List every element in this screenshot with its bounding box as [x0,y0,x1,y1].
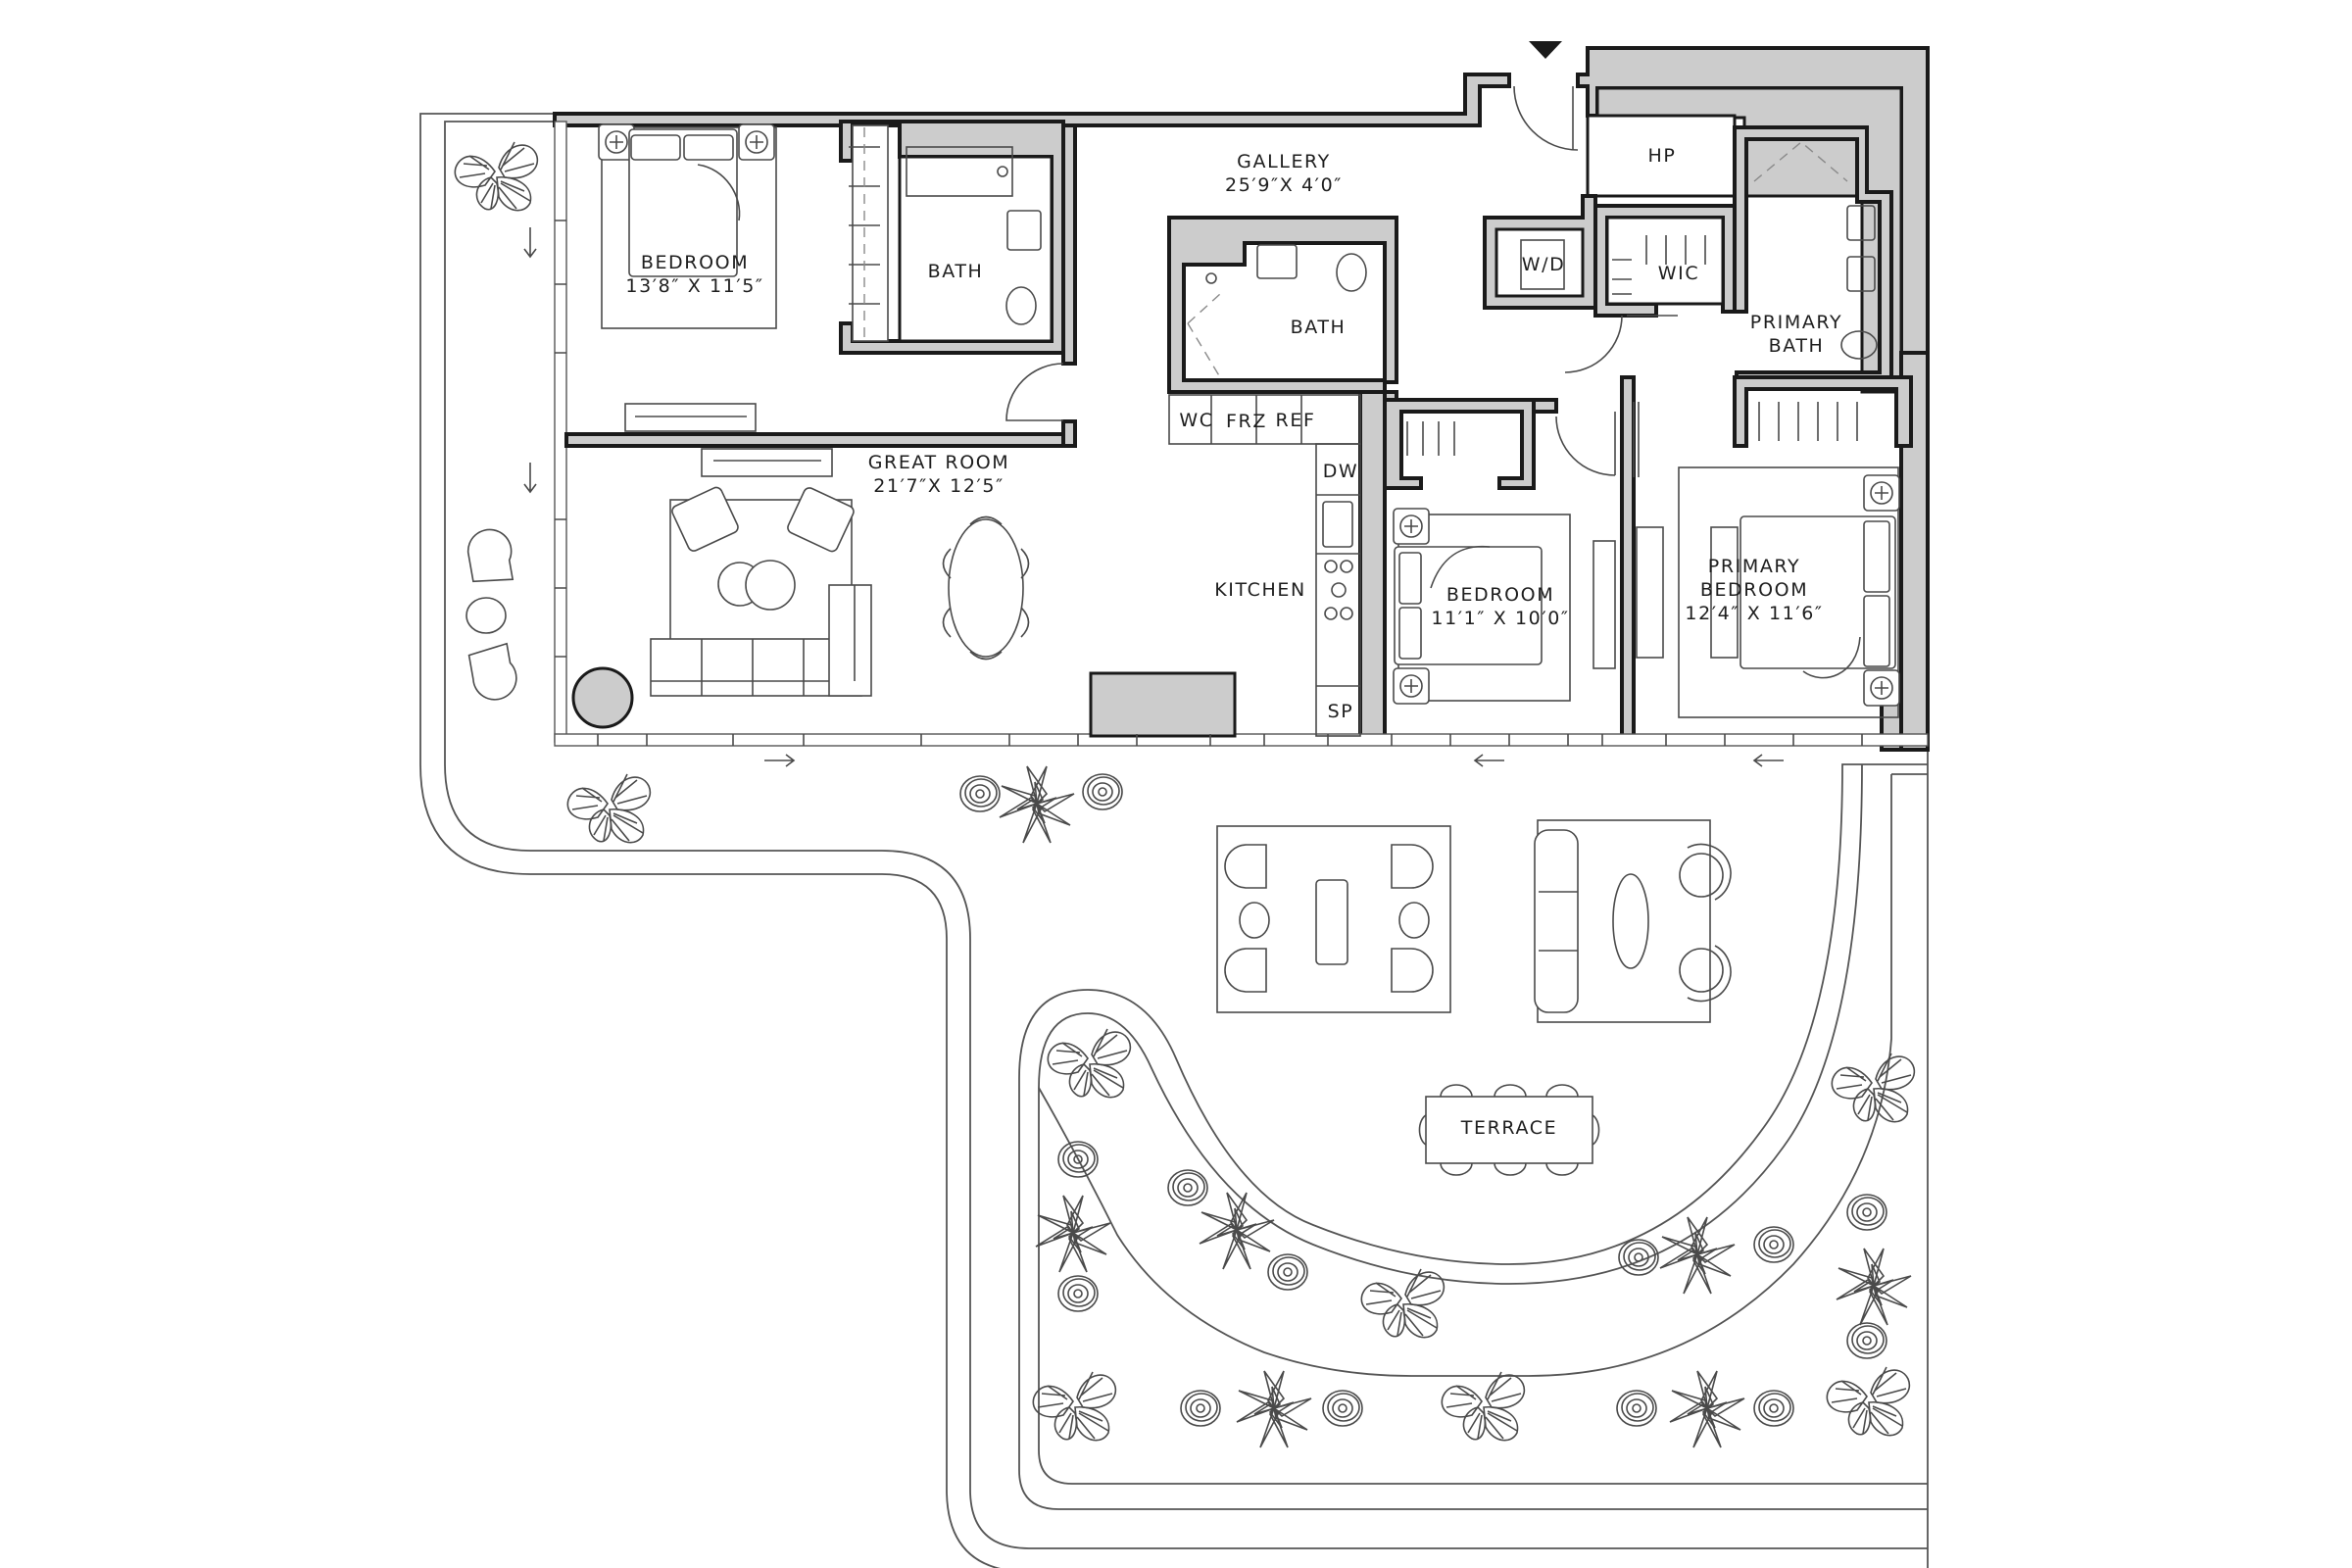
room-name-line1: PRIMARY [1707,556,1801,577]
room-label-kitchen: KITCHEN [1214,578,1306,602]
room-name: GREAT ROOM [867,452,1010,473]
terrace-dining-table [1418,1084,1600,1176]
room-name: WIC [1657,263,1700,284]
sliding-door-arrows [523,227,1784,767]
room-name: HP [1647,145,1677,167]
room-dims: 25′9″X 4′0″ [1225,174,1343,196]
bath-2-fixtures [906,146,1042,325]
bedroom-2-furniture [598,123,880,432]
room-dims: 13′8″ X 11′5″ [625,275,764,297]
appliance-label: DW [1322,461,1359,482]
appliance-label: SP [1327,701,1354,722]
bedroom-3-furniture [1393,421,1616,705]
room-label-bath-3: BATH [1291,316,1347,339]
room-name: BEDROOM [640,252,750,273]
room-label-bedroom-3: BEDROOM 11′1″ X 10′0″ [1431,583,1569,630]
entry-triangle-icon [1529,41,1562,59]
room-label-primary-bath: PRIMARY BATH [1750,311,1842,358]
room-label-hp: HP [1648,144,1677,168]
room-dims: 21′7″X 12′5″ [873,475,1004,497]
room-label-primary-bedroom: PRIMARY BEDROOM 12′4″ X 11′6″ [1685,555,1823,625]
kitchen-counters [1168,394,1361,737]
room-name: GALLERY [1237,151,1331,172]
primary-suite-furniture [1520,141,1900,718]
room-label-great-room: GREAT ROOM 21′7″X 12′5″ [868,451,1010,498]
room-name: TERRACE [1460,1117,1558,1139]
appliance-dw: DW [1323,460,1359,483]
room-name: W/D [1521,254,1566,275]
room-name: BATH [1290,317,1347,338]
terrace-lounge-set [1534,819,1732,1023]
room-name: BEDROOM [1446,584,1555,606]
appliance-label: FRZ [1226,411,1267,432]
room-label-laundry: W/D [1522,253,1566,276]
great-room-furniture [650,448,1030,697]
room-name: BATH [927,261,984,282]
appliance-sp: SP [1328,700,1354,723]
room-name-line1: PRIMARY [1749,312,1843,333]
appliance-label: REF [1275,410,1316,431]
door-swings [1005,315,1678,477]
appliance-wc: WC [1179,409,1213,432]
entry-door-swing [1513,85,1579,151]
room-name-line2: BATH [1768,335,1825,357]
room-label-bedroom-2: BEDROOM 13′8″ X 11′5″ [625,251,763,298]
window-mullions [555,220,1863,746]
walls [553,46,1930,752]
room-dims: 11′1″ X 10′0″ [1431,608,1570,629]
room-name: KITCHEN [1214,579,1306,601]
terrace-dining-set [1216,825,1451,1013]
room-label-gallery: GALLERY 25′9″X 4′0″ [1225,150,1343,197]
room-label-wic: WIC [1658,262,1699,285]
room-dims: 12′4″ X 11′6″ [1685,603,1824,624]
room-name-line2: BEDROOM [1699,579,1809,601]
terrace-outline [419,113,1929,1568]
side-terrace-chairs [466,528,517,701]
bath-3-fixtures [1187,244,1367,378]
appliance-frz: FRZ [1226,410,1267,433]
appliance-ref: REF [1276,409,1316,432]
appliance-label: WC [1179,410,1214,431]
room-label-bath-2: BATH [928,260,984,283]
room-label-terrace: TERRACE [1461,1116,1557,1140]
